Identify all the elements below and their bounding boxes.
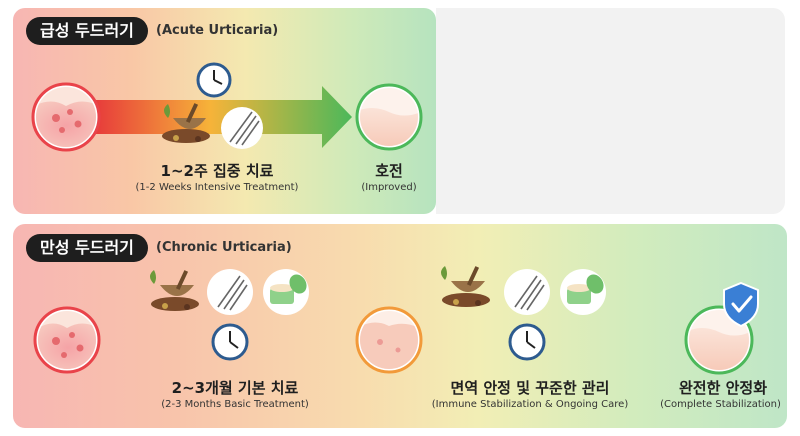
empty-panel (436, 8, 785, 214)
herbal-medicine-icon (162, 103, 210, 143)
chronic-result-sublabel: (Complete Stabilization) (660, 399, 781, 410)
ointment-jar-icon (263, 269, 309, 315)
acute-result-label: 호전 (375, 162, 403, 180)
acute-result-sublabel: (Improved) (361, 182, 417, 193)
herbal-medicine-icon (150, 270, 199, 311)
ointment-jar-icon (560, 269, 606, 315)
chronic-title-en: (Chronic Urticaria) (156, 240, 292, 255)
clock-icon (196, 62, 232, 98)
acute-progress-arrow (95, 86, 352, 148)
acute-treatment-label: 1~2주 집중 치료 (160, 162, 274, 180)
herbal-medicine-icon (441, 266, 490, 307)
acute-treatment-sublabel: (1-2 Weeks Intensive Treatment) (135, 182, 299, 193)
acupuncture-needles-icon (504, 269, 550, 315)
acute-title-en: (Acute Urticaria) (156, 23, 279, 38)
chronic-stage2-label: 면역 안정 및 꾸준한 관리 (450, 379, 610, 397)
chronic-title-pill: 만성 두드러기 (26, 234, 148, 262)
chronic-result-label: 완전한 안정화 (678, 379, 768, 397)
shield-check-icon (723, 281, 759, 328)
acupuncture-needles-icon (207, 269, 253, 315)
inflamed-skin-icon (31, 82, 101, 152)
chronic-stage1-sublabel: (2-3 Months Basic Treatment) (161, 399, 309, 410)
healthy-skin-icon (355, 83, 423, 151)
improving-skin-icon (355, 306, 423, 374)
acupuncture-needles-icon (221, 107, 263, 149)
inflamed-skin-icon (33, 306, 101, 374)
clock-icon (211, 323, 249, 361)
clock-icon (508, 323, 546, 361)
chronic-stage1-label: 2~3개월 기본 치료 (171, 379, 299, 397)
chronic-stage2-sublabel: (Immune Stabilization & Ongoing Care) (431, 399, 629, 410)
acute-title-pill: 급성 두드러기 (26, 17, 148, 45)
